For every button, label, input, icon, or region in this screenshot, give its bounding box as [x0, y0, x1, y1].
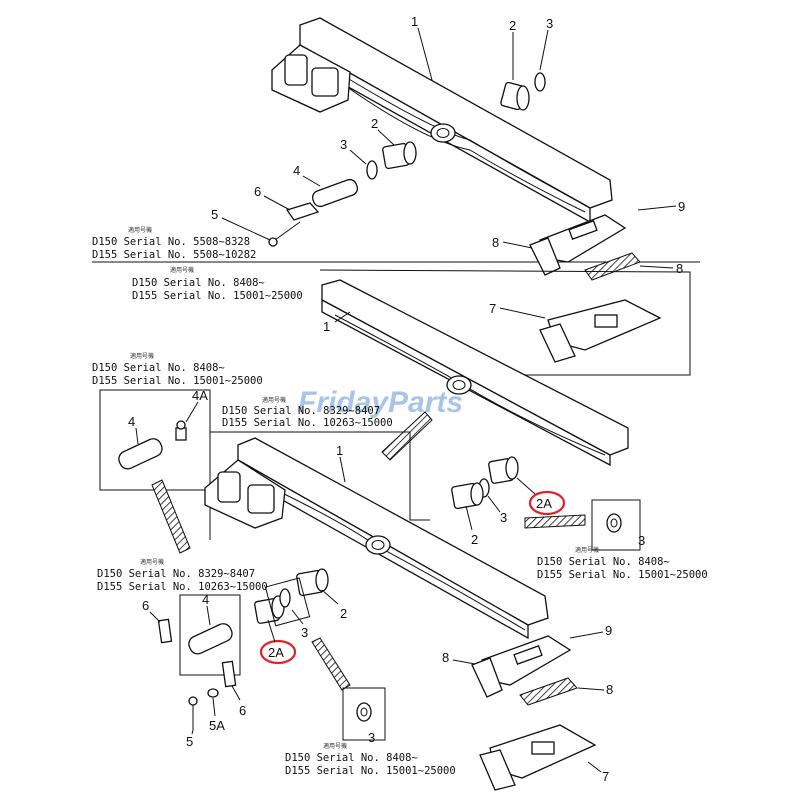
callout-9-lower: 9: [605, 623, 612, 638]
callout-1-top: 1: [411, 14, 418, 29]
note-left-cjk: 適用号機: [130, 352, 154, 360]
end-bracket-lower: [204, 459, 286, 529]
callout-1-lower: 1: [336, 443, 343, 458]
highlight-2A-right: [528, 490, 566, 516]
arrow-lower: [311, 637, 351, 691]
grease-fitting-4A: [175, 420, 187, 441]
callout-5-top: 5: [211, 207, 218, 222]
note-bottom-line1: D150 Serial No. 8408~: [285, 752, 418, 764]
callout-7-upper: 7: [489, 301, 496, 316]
callout-2-left: 2: [340, 606, 347, 621]
ring-3-bottom-detail: [356, 702, 372, 722]
pad-9-upper: [529, 214, 627, 276]
arrow-left-pin: [151, 479, 191, 554]
note-lowleft-line2: D155 Serial No. 10263~15000: [97, 581, 268, 593]
callout-6-left: 6: [142, 598, 149, 613]
frame-lower: [210, 431, 430, 521]
bushing-2A-right: [488, 456, 519, 484]
plate-6-right: [221, 660, 237, 688]
callout-3-right: 3: [500, 510, 507, 525]
note-left-line2: D155 Serial No. 15001~25000: [92, 375, 263, 387]
callout-5-lower: 5: [186, 734, 193, 749]
ring-3-mid: [366, 160, 378, 180]
arrow-right: [524, 514, 586, 529]
callout-2-mid: 2: [371, 116, 378, 131]
callout-3-bottom: 3: [368, 730, 375, 745]
note-mid-cjk: 適用号機: [170, 266, 194, 274]
callout-4A: 4A: [192, 388, 208, 403]
pin-4-lower: [188, 623, 233, 655]
pad-9-lower: [471, 635, 572, 698]
callout-6-top: 6: [254, 184, 261, 199]
note-right-cjk: 適用号機: [575, 546, 599, 554]
callout-3-right-detail: 3: [638, 533, 645, 548]
shim-8-upper: [584, 252, 641, 281]
callout-3-left: 3: [301, 625, 308, 640]
callout-4-top: 4: [293, 163, 300, 178]
note-center-line1: D150 Serial No. 8329~8407: [222, 405, 380, 417]
bolt-5-lower: [188, 696, 198, 730]
note-right-line2: D155 Serial No. 15001~25000: [537, 569, 708, 581]
bushing-2-mid: [382, 141, 417, 170]
pad-7-upper: [539, 299, 662, 363]
callout-1-middle: 1: [323, 319, 330, 334]
frame-lowleft-pin: [179, 594, 241, 676]
washer-5A: [207, 688, 219, 698]
note-mid-line2: D155 Serial No. 15001~25000: [132, 290, 303, 302]
callout-4-lower: 4: [202, 592, 209, 607]
callout-2-right: 2: [471, 532, 478, 547]
callout-3-top: 3: [546, 16, 553, 31]
callout-3-mid: 3: [340, 137, 347, 152]
frame-bottom-ring: [342, 687, 386, 741]
arrow-center: [381, 411, 433, 461]
note-center-cjk: 適用号機: [262, 396, 286, 404]
shim-8-lower: [519, 677, 578, 706]
callout-2-top: 2: [509, 18, 516, 33]
ring-3-right-detail: [606, 513, 622, 533]
callout-2A-right: 2A: [536, 496, 552, 511]
callout-5A: 5A: [209, 718, 225, 733]
frame-right-ring: [591, 499, 641, 551]
callout-6-lower: 6: [239, 703, 246, 718]
note-left-line1: D150 Serial No. 8408~: [92, 362, 225, 374]
note-lowleft-line1: D150 Serial No. 8329~8407: [97, 568, 255, 580]
pad-7-lower: [479, 724, 597, 791]
bushing-2-left: [296, 568, 329, 597]
bushing-2-right: [451, 482, 484, 510]
frame-ring-left: [264, 577, 311, 627]
callout-8-upper-left: 8: [492, 235, 499, 250]
note-lowleft-cjk: 適用号機: [140, 558, 164, 566]
note-bottom-cjk: 適用号機: [323, 742, 347, 750]
callout-9-upper: 9: [678, 199, 685, 214]
note-top-cjk: 適用号機: [128, 226, 152, 234]
equalizer-bar-middle: [321, 279, 629, 467]
equalizer-bar-top: [299, 17, 613, 224]
note-top-line1: D150 Serial No. 5508~8328: [92, 236, 250, 248]
callout-7-lower: 7: [602, 769, 609, 784]
highlight-2A-left: [259, 639, 297, 665]
bolt-5-top: [268, 221, 301, 247]
bushing-2-top: [500, 81, 530, 111]
callout-8-upper-right: 8: [676, 261, 683, 276]
ring-3-top: [534, 72, 546, 92]
watermark-text: FridayParts: [298, 386, 463, 419]
pin-4-top: [311, 178, 359, 208]
note-center-line2: D155 Serial No. 10263~15000: [222, 417, 393, 429]
callout-8-lower-right: 8: [606, 682, 613, 697]
plate-6-top: [285, 202, 320, 221]
end-bracket-top: [271, 44, 351, 113]
note-right-line1: D150 Serial No. 8408~: [537, 556, 670, 568]
callout-4-left: 4: [128, 414, 135, 429]
ring-3-left: [279, 588, 291, 608]
callout-2A-left: 2A: [268, 645, 284, 660]
note-bottom-line2: D155 Serial No. 15001~25000: [285, 765, 456, 777]
pin-4-left: [118, 438, 163, 470]
note-top-line2: D155 Serial No. 5508~10282: [92, 249, 256, 261]
frame-middle: [319, 269, 691, 376]
plate-6-left: [157, 618, 173, 644]
callout-8-lower-left: 8: [442, 650, 449, 665]
note-mid-line1: D150 Serial No. 8408~: [132, 277, 265, 289]
